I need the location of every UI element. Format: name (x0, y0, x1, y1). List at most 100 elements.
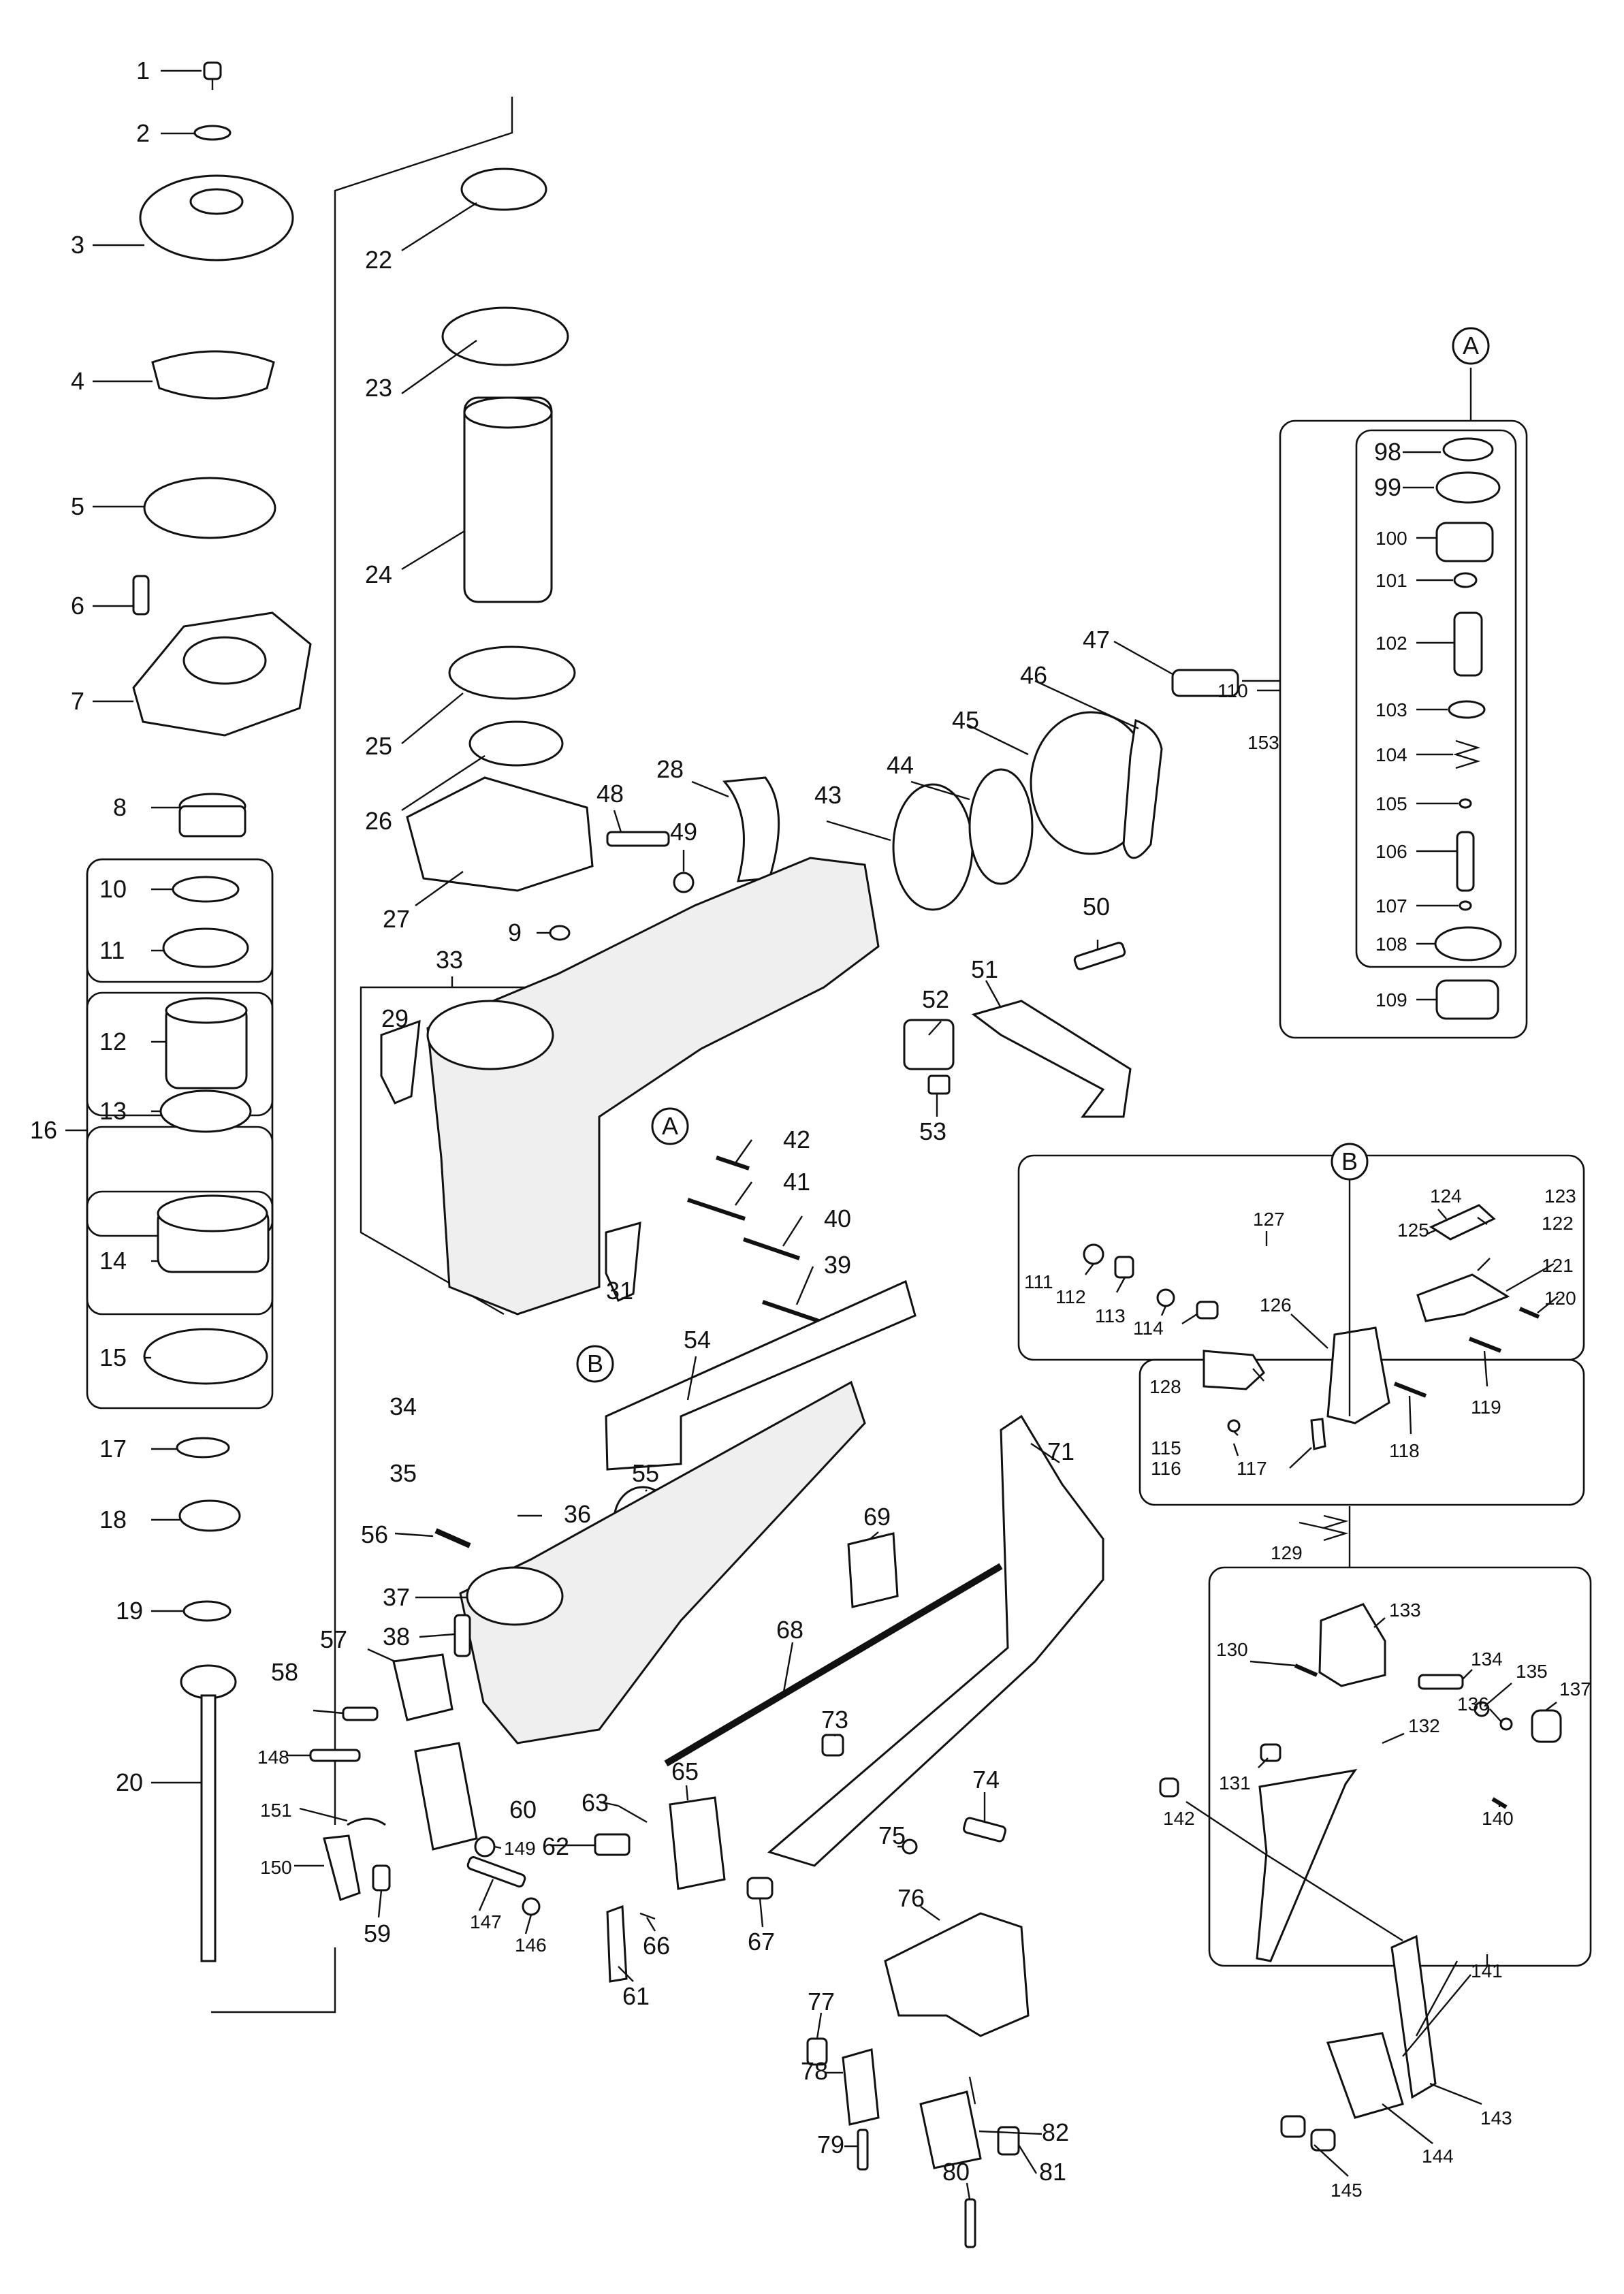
part-label: 17 (99, 1435, 127, 1463)
part-label: 101 (1375, 570, 1407, 591)
part-label: 116 (1151, 1458, 1181, 1479)
part-label: 1 (136, 57, 150, 84)
part-label: 124 (1430, 1185, 1462, 1207)
part-label: 34 (389, 1392, 417, 1420)
part-label: 76 (897, 1884, 925, 1912)
part-label: 45 (952, 706, 979, 734)
part-label: 75 (878, 1821, 906, 1849)
part-label: 42 (783, 1126, 810, 1153)
part-label: 98 (1374, 438, 1401, 466)
callout-b-body (576, 1345, 614, 1383)
part-label: 66 (643, 1932, 670, 1960)
part-label: 127 (1253, 1209, 1285, 1230)
part-label: 103 (1375, 699, 1407, 720)
part-label: 106 (1375, 841, 1407, 862)
part-label: 150 (260, 1857, 292, 1878)
part-label: 41 (783, 1168, 810, 1196)
part-label: 2 (136, 119, 150, 147)
part-label: 105 (1375, 793, 1407, 814)
part-label: 144 (1422, 2146, 1454, 2167)
part-label: 123 (1544, 1185, 1576, 1207)
part-label: 108 (1375, 934, 1407, 955)
part-label: 119 (1471, 1397, 1501, 1418)
part-label: 23 (365, 374, 392, 402)
part-label: 79 (817, 2131, 844, 2158)
part-label: 77 (808, 1988, 835, 2016)
part-label: 62 (542, 1832, 569, 1860)
part-label: 59 (364, 1919, 391, 1947)
part-label: 51 (971, 955, 998, 983)
part-label: 102 (1375, 633, 1407, 654)
part-label: 125 (1397, 1220, 1429, 1241)
part-label: 11 (99, 936, 125, 964)
part-label: 35 (389, 1459, 417, 1487)
part-label: 33 (436, 946, 463, 974)
part-label: 55 (632, 1459, 659, 1487)
part-label: 31 (606, 1277, 633, 1305)
part-label: 20 (116, 1768, 143, 1796)
callout-a-top-label: A (1463, 332, 1479, 360)
part-label: 141 (1471, 1960, 1503, 1981)
callout-a-top (1452, 327, 1490, 365)
part-label: 49 (670, 818, 697, 846)
callout-circles: A A B B (576, 327, 1490, 1383)
part-label: 65 (671, 1757, 699, 1785)
part-label: 129 (1271, 1542, 1303, 1563)
part-label: 53 (919, 1117, 946, 1145)
part-label: 121 (1542, 1255, 1574, 1276)
part-label: 5 (71, 492, 84, 520)
part-label: 140 (1482, 1808, 1514, 1829)
part-label: 117 (1237, 1458, 1267, 1479)
part-label: 131 (1219, 1772, 1251, 1794)
part-label: 99 (1374, 473, 1401, 501)
part-label: 9 (508, 919, 522, 946)
part-label: 104 (1375, 744, 1407, 765)
part-label: 7 (71, 687, 84, 715)
part-label: 122 (1542, 1213, 1574, 1234)
part-label: 110 (1217, 680, 1248, 701)
part-label: 128 (1149, 1376, 1181, 1397)
part-label: 73 (821, 1706, 848, 1734)
part-label: 18 (99, 1506, 127, 1533)
part-label: 8 (113, 793, 127, 821)
part-label: 27 (383, 905, 410, 933)
part-label: 63 (582, 1789, 609, 1817)
part-label: 81 (1039, 2158, 1066, 2186)
part-label: 61 (622, 1982, 650, 2010)
part-label: 118 (1389, 1440, 1420, 1461)
part-label: 13 (99, 1097, 127, 1125)
part-label: 132 (1408, 1715, 1440, 1736)
part-label: 74 (972, 1766, 1000, 1794)
callout-b-right (1331, 1143, 1369, 1181)
part-label: 67 (748, 1928, 775, 1956)
part-label: 135 (1516, 1661, 1548, 1682)
part-label: 48 (596, 780, 624, 808)
part-label: 37 (383, 1583, 410, 1611)
part-label: 136 (1457, 1693, 1489, 1715)
part-label: 39 (824, 1251, 851, 1279)
part-label: 58 (271, 1658, 298, 1686)
part-label: 46 (1020, 661, 1047, 689)
part-label: 107 (1375, 895, 1407, 917)
part-label: 6 (71, 592, 84, 620)
part-label: 22 (365, 246, 392, 274)
part-label: 29 (381, 1004, 409, 1032)
part-label: 47 (1083, 626, 1110, 654)
part-label: 146 (515, 1934, 547, 1956)
part-label: 80 (942, 2158, 970, 2186)
part-label: 19 (116, 1597, 143, 1625)
part-label: 78 (801, 2057, 828, 2085)
part-label: 56 (361, 1520, 388, 1548)
part-label: 60 (509, 1796, 537, 1823)
callout-b-body-label: B (587, 1350, 603, 1377)
part-label: 28 (656, 755, 684, 783)
part-label: 100 (1375, 528, 1407, 549)
part-label: 36 (564, 1500, 591, 1528)
part-label: 109 (1375, 989, 1407, 1010)
part-label: 43 (814, 781, 842, 809)
part-label: 71 (1047, 1437, 1074, 1465)
part-label: 14 (99, 1247, 127, 1275)
part-label: 143 (1480, 2107, 1512, 2129)
part-label: 115 (1151, 1437, 1181, 1459)
